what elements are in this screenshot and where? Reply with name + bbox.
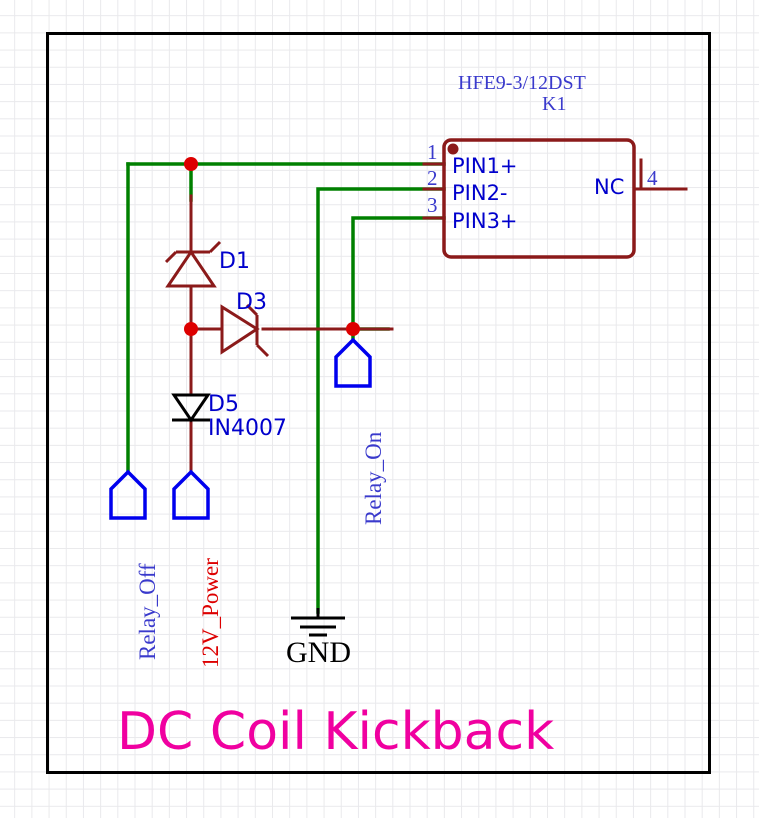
component-leads xyxy=(189,194,394,474)
port-symbol-relay-off[interactable] xyxy=(109,469,147,520)
component-label-d3: D3 xyxy=(236,290,267,315)
port-label-12v-power: 12V_Power xyxy=(198,558,223,668)
sheet-border xyxy=(46,32,711,774)
ground-symbol xyxy=(291,608,345,637)
port-symbol-relay-on[interactable] xyxy=(334,337,372,388)
pin1-marker-dot xyxy=(447,143,459,155)
component-d5-symbol xyxy=(171,393,211,423)
junction-dot-12v-top xyxy=(184,157,198,171)
component-value-d5: IN4007 xyxy=(208,416,287,441)
relay-pin-label-2: PIN2- xyxy=(452,181,508,205)
relay-pin-number-2: 2 xyxy=(427,166,438,190)
component-label-d5: D5 xyxy=(208,392,239,417)
relay-body-k1[interactable] xyxy=(442,138,636,259)
wire-net-pin2-gnd xyxy=(316,187,446,614)
junction-dot-d3-anode xyxy=(184,322,198,336)
component-d3-symbol xyxy=(220,303,270,358)
relay-pin-stubs xyxy=(422,158,688,220)
port-label-relay-on: Relay_On xyxy=(361,431,386,525)
relay-pin-number-4: 4 xyxy=(647,166,658,190)
ground-label: GND xyxy=(286,636,351,669)
sheet-title: DC Coil Kickback xyxy=(117,702,555,762)
relay-pin-label-4: NC xyxy=(594,175,625,199)
port-label-relay-off: Relay_Off xyxy=(135,563,160,660)
port-symbol-12v-power[interactable] xyxy=(172,469,210,520)
wire-net-pin3-relayon xyxy=(351,216,446,342)
relay-designator: K1 xyxy=(542,93,567,115)
relay-pin-number-1: 1 xyxy=(427,140,438,164)
junction-dot-relay-on xyxy=(346,322,360,336)
relay-pin-number-3: 3 xyxy=(427,193,438,217)
relay-pin-label-3: PIN3+ xyxy=(452,209,518,233)
component-label-d1: D1 xyxy=(219,249,250,274)
relay-pin-label-1: PIN1+ xyxy=(452,154,518,178)
component-d1-symbol xyxy=(164,240,222,288)
relay-part-number: HFE9-3/12DST xyxy=(458,72,586,94)
